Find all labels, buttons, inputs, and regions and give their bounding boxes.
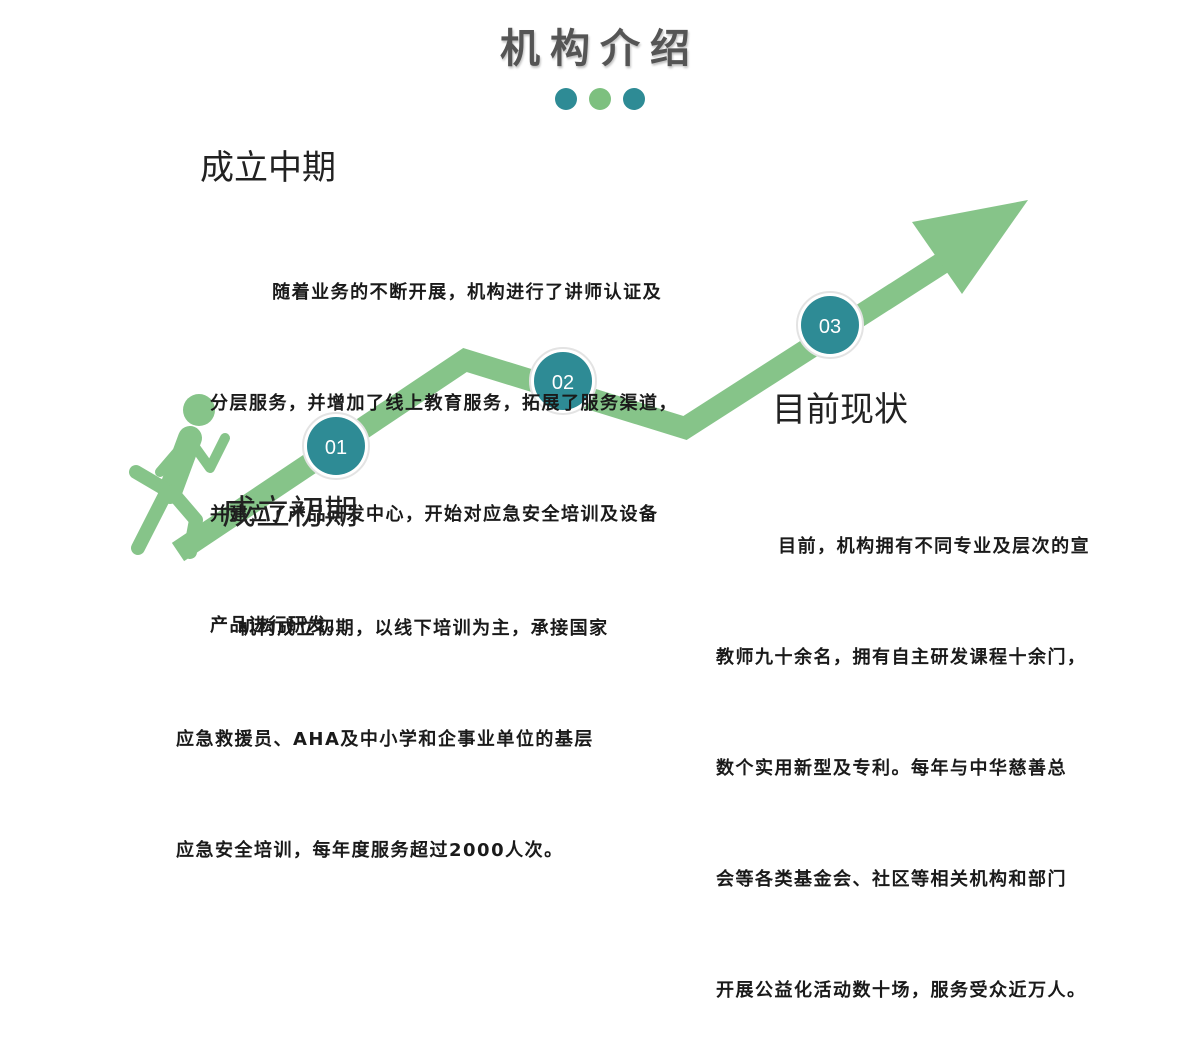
growth-arrow-graphic: 01 02 03 xyxy=(129,200,1028,562)
description-line: 产品进行研发。 xyxy=(210,615,347,636)
description-line: 应急救援员、AHA及中小学和企事业单位的基层 xyxy=(176,729,594,750)
description-line: 机构成立初期，以线下培训为主，承接国家 xyxy=(176,618,609,639)
milestone-badge-label: 01 xyxy=(325,437,347,459)
description-line: 教师九十余名，拥有自主研发课程十余门， xyxy=(716,647,1087,668)
title-decoration-dots xyxy=(555,88,645,110)
stage-heading-mid: 成立中期 xyxy=(200,148,336,188)
milestone-badge-03: 03 xyxy=(796,291,864,359)
decoration-dot xyxy=(555,88,577,110)
description-line: 并建立了产品研发中心，开始对应急安全培训及设备 xyxy=(210,504,659,525)
decoration-dot xyxy=(589,88,611,110)
stage-description-early: 机构成立初期，以线下培训为主，承接国家 应急救援员、AHA及中小学和企事业单位的… xyxy=(176,536,696,906)
stage-description-mid: 随着业务的不断开展，机构进行了讲师认证及 分层服务，并增加了线上教育服务，拓展了… xyxy=(210,200,770,681)
description-line: 数个实用新型及专利。每年与中华慈善总 xyxy=(716,758,1067,779)
description-line: 开展公益化活动数十场，服务受众近万人。 xyxy=(716,980,1087,1001)
description-line: 应急安全培训，每年度服务超过2000人次。 xyxy=(176,840,564,861)
milestone-badge-01: 01 xyxy=(302,412,370,480)
description-line: 会等各类基金会、社区等相关机构和部门 xyxy=(716,869,1067,890)
stage-heading-current: 目前现状 xyxy=(772,390,908,430)
stage-heading-early: 成立初期 xyxy=(222,493,358,533)
growth-arrow-head xyxy=(912,200,1028,294)
stage-description-current: 目前，机构拥有不同专业及层次的宣 教师九十余名，拥有自主研发课程十余门， 数个实… xyxy=(716,454,1186,1046)
milestone-badge-label: 02 xyxy=(552,372,574,394)
description-line: 随着业务的不断开展，机构进行了讲师认证及 xyxy=(210,282,663,303)
decoration-dot xyxy=(623,88,645,110)
description-line: 分层服务，并增加了线上教育服务，拓展了服务渠道， xyxy=(210,393,678,414)
milestone-badge-label: 03 xyxy=(819,316,841,338)
milestone-badge-02: 02 xyxy=(529,347,597,415)
running-person-icon xyxy=(129,394,230,559)
description-line: 目前，机构拥有不同专业及层次的宣 xyxy=(716,536,1091,557)
page-title: 机构介绍 xyxy=(500,26,700,72)
